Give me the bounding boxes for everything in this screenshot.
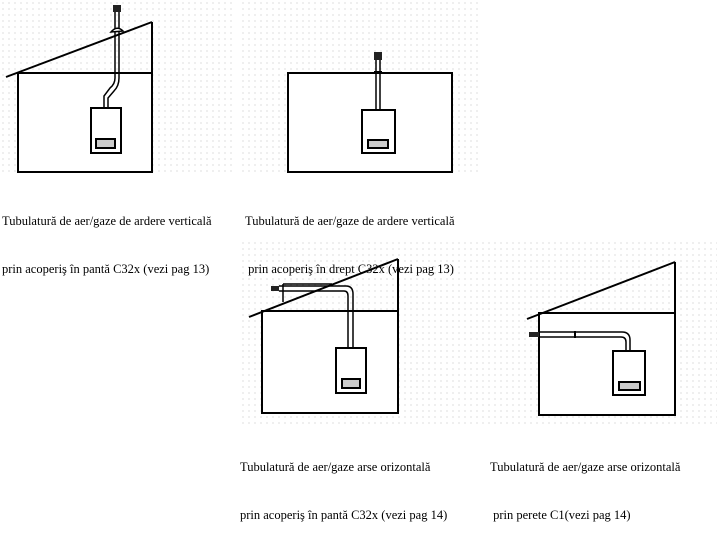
caption-figure-1: Tubulatură de aer/gaze de ardere vertica… (2, 181, 212, 293)
caption-line: Tubulatură de aer/gaze de ardere vertica… (2, 214, 212, 228)
caption-line: Tubulatură de aer/gaze de ardere vertica… (245, 214, 455, 228)
caption-line: prin perete C1(vezi pag 14) (490, 508, 631, 522)
caption-figure-3: Tubulatură de aer/gaze arse orizontală p… (240, 427, 447, 539)
caption-line: Tubulatură de aer/gaze arse orizontală (240, 460, 431, 474)
figure-horizontal-sloped-roof (248, 258, 399, 414)
caption-figure-2: Tubulatură de aer/gaze de ardere vertica… (245, 181, 455, 293)
caption-line: prin acoperiş în pantă C32x (vezi pag 14… (240, 508, 448, 522)
installation-diagrams (5, 5, 676, 416)
figure-horizontal-wall (526, 261, 676, 416)
figure-vertical-flat-roof (287, 52, 453, 173)
caption-line: prin acoperiş în drept C32x (vezi pag 13… (245, 262, 454, 276)
caption-figure-4: Tubulatură de aer/gaze arse orizontală p… (490, 427, 680, 539)
caption-line: prin acoperiş în pantă C32x (vezi pag 13… (2, 262, 210, 276)
caption-line: Tubulatură de aer/gaze arse orizontală (490, 460, 681, 474)
figure-vertical-sloped-roof (5, 5, 153, 173)
